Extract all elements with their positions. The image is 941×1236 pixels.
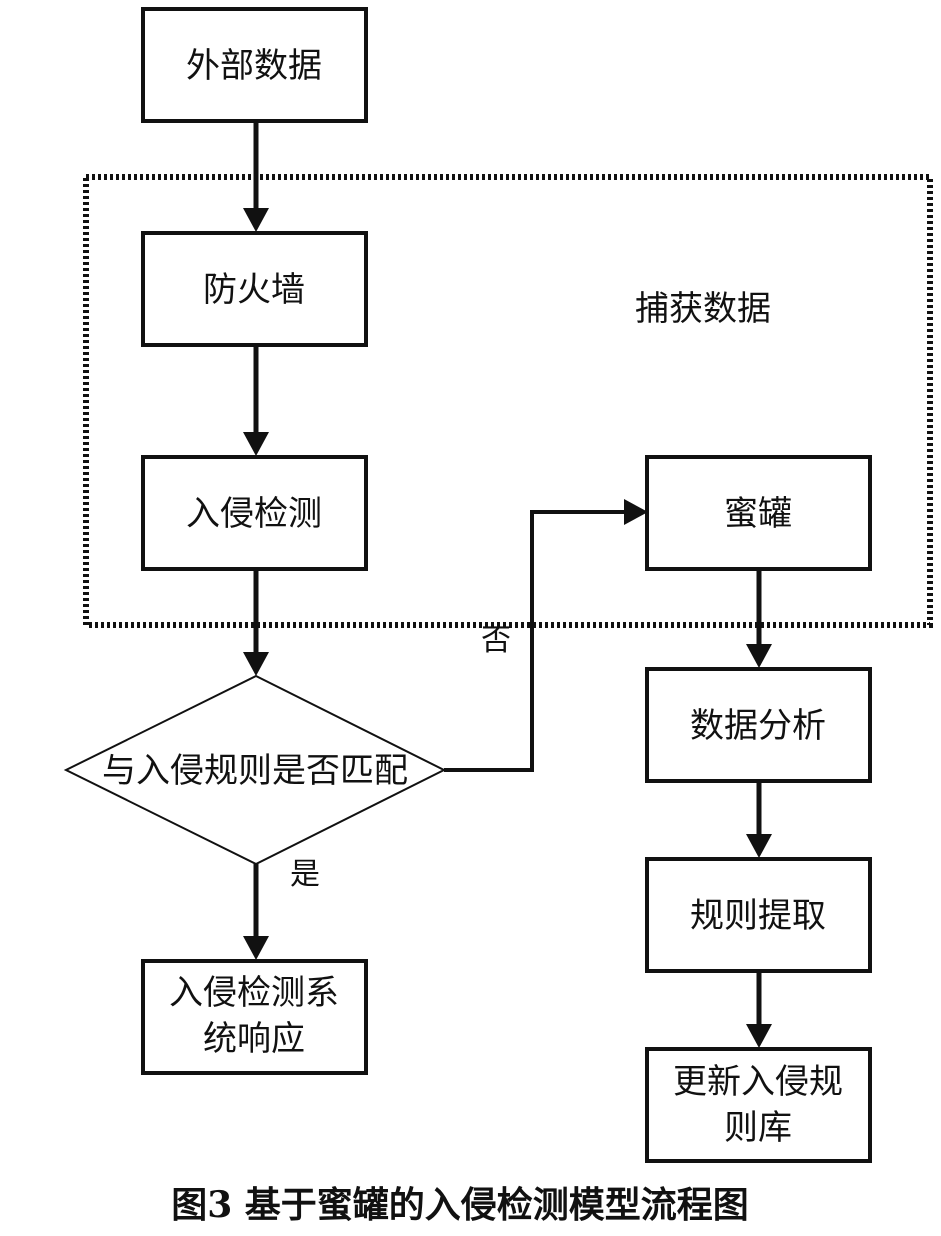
node-rule-extraction-label: 规则提取	[690, 896, 826, 936]
node-intrusion-detection	[141, 455, 368, 571]
node-ids-response-label-line1: 入侵检测系	[169, 973, 339, 1013]
arrowhead-match	[243, 652, 269, 676]
arrowhead-extraction	[746, 834, 772, 858]
figure-caption: 图3 基于蜜罐的入侵检测模型流程图	[171, 1184, 749, 1226]
edge-match-to-honeypot	[444, 510, 628, 772]
arrowhead-update	[746, 1024, 772, 1048]
capture-data-group-label: 捕获数据	[635, 289, 771, 329]
node-honeypot-label: 蜜罐	[724, 494, 792, 534]
node-honeypot	[645, 455, 872, 571]
node-intrusion-detection-label: 入侵检测	[186, 494, 322, 534]
node-firewall	[141, 231, 368, 347]
arrowhead-honeypot	[624, 499, 648, 525]
decision-rule-match	[63, 674, 447, 866]
node-ids-response-label-line2: 统响应	[203, 1019, 305, 1059]
arrowhead-response	[243, 936, 269, 960]
node-data-analysis	[645, 667, 872, 783]
node-rule-extraction	[645, 857, 872, 973]
node-update-rules-label-line1: 更新入侵规	[673, 1062, 843, 1102]
arrowhead-analysis	[746, 644, 772, 668]
edge-label-yes: 是	[290, 857, 320, 892]
node-external-data	[141, 7, 368, 123]
node-external-data-label: 外部数据	[186, 46, 322, 86]
capture-data-group-border	[83, 174, 933, 628]
node-ids-response	[141, 959, 368, 1075]
node-data-analysis-label: 数据分析	[690, 706, 826, 746]
node-update-rules-label-line2: 则库	[724, 1108, 792, 1148]
arrowhead-firewall	[243, 208, 269, 232]
node-firewall-label: 防火墙	[203, 270, 305, 310]
edge-label-no: 否	[481, 623, 511, 658]
node-update-rules	[645, 1047, 872, 1163]
decision-rule-match-label: 与入侵规则是否匹配	[102, 751, 408, 791]
arrowhead-detection	[243, 432, 269, 456]
